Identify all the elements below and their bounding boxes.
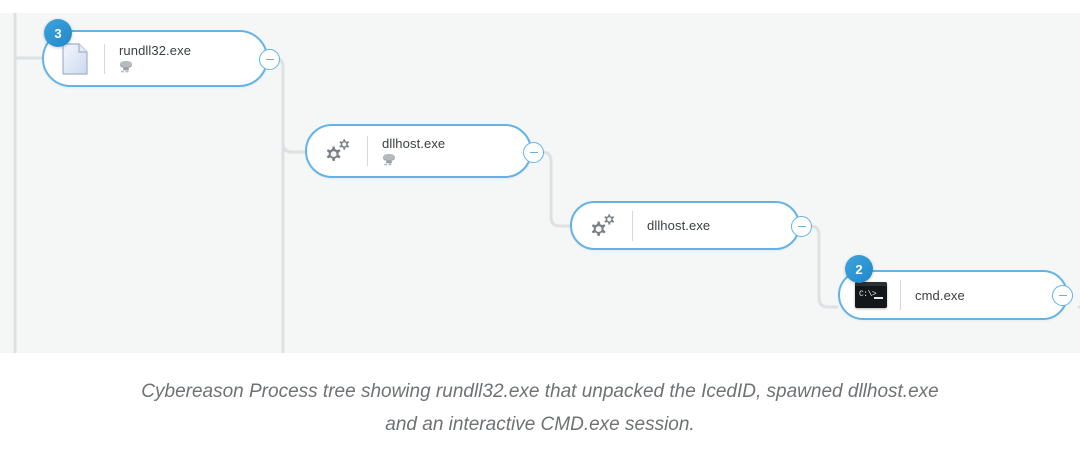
node-divider — [632, 210, 633, 241]
node-text-block: rundll32.exe — [119, 43, 191, 74]
gears-icon — [586, 207, 620, 245]
connector-dllhost1-to-dllhost2 — [541, 150, 570, 228]
minus-icon — [797, 225, 806, 228]
process-node-dllhost-1[interactable]: dllhost.exe — [305, 124, 532, 178]
node-divider — [900, 280, 901, 310]
figure-caption: Cybereason Process tree showing rundll32… — [0, 375, 1080, 441]
console-titlebar — [855, 282, 887, 286]
network-connection-icon — [119, 61, 134, 73]
node-text-block: dllhost.exe — [382, 136, 445, 167]
caption-line-2: and an interactive CMD.exe session. — [385, 414, 695, 435]
file-document-icon — [58, 40, 92, 78]
connector-to-dllhost-1 — [281, 142, 305, 154]
node-text-block: dllhost.exe — [647, 218, 710, 233]
node-divider — [367, 136, 368, 166]
network-connection-icon — [382, 153, 397, 166]
caption-line-1: Cybereason Process tree showing rundll32… — [141, 381, 939, 402]
process-name-label: dllhost.exe — [647, 218, 711, 233]
process-node-dllhost-2[interactable]: dllhost.exe — [570, 201, 800, 250]
gears-icon — [321, 132, 355, 170]
console-cursor — [874, 297, 883, 299]
console-prompt-text: C:\> — [859, 290, 877, 299]
minus-icon — [265, 58, 274, 61]
process-badge-rundll32: 3 — [44, 19, 72, 47]
process-node-cmd[interactable]: C:\> cmd.exe — [838, 270, 1068, 320]
process-name-label: dllhost.exe — [382, 135, 446, 151]
node-subrow — [382, 153, 445, 167]
minus-icon — [1058, 294, 1067, 297]
collapse-toggle-dllhost-1[interactable] — [523, 142, 544, 163]
console-terminal-icon: C:\> — [854, 276, 888, 314]
process-badge-cmd: 2 — [845, 255, 873, 283]
connector-rundll32-trunk — [273, 56, 285, 353]
collapse-toggle-dllhost-2[interactable] — [791, 216, 812, 237]
node-divider — [104, 43, 105, 74]
node-subrow — [119, 60, 191, 74]
minus-icon — [529, 151, 538, 154]
process-name-label: cmd.exe — [915, 287, 965, 303]
node-text-block: cmd.exe — [915, 288, 965, 303]
collapse-toggle-rundll32[interactable] — [259, 49, 280, 70]
console-window-glyph: C:\> — [855, 282, 887, 308]
connector-dllhost2-to-cmd — [809, 224, 838, 309]
process-tree-canvas: rundll32.exe 3 — [0, 13, 1080, 353]
process-node-rundll32[interactable]: rundll32.exe — [42, 30, 268, 87]
collapse-toggle-cmd[interactable] — [1052, 285, 1073, 306]
process-name-label: rundll32.exe — [119, 43, 192, 58]
